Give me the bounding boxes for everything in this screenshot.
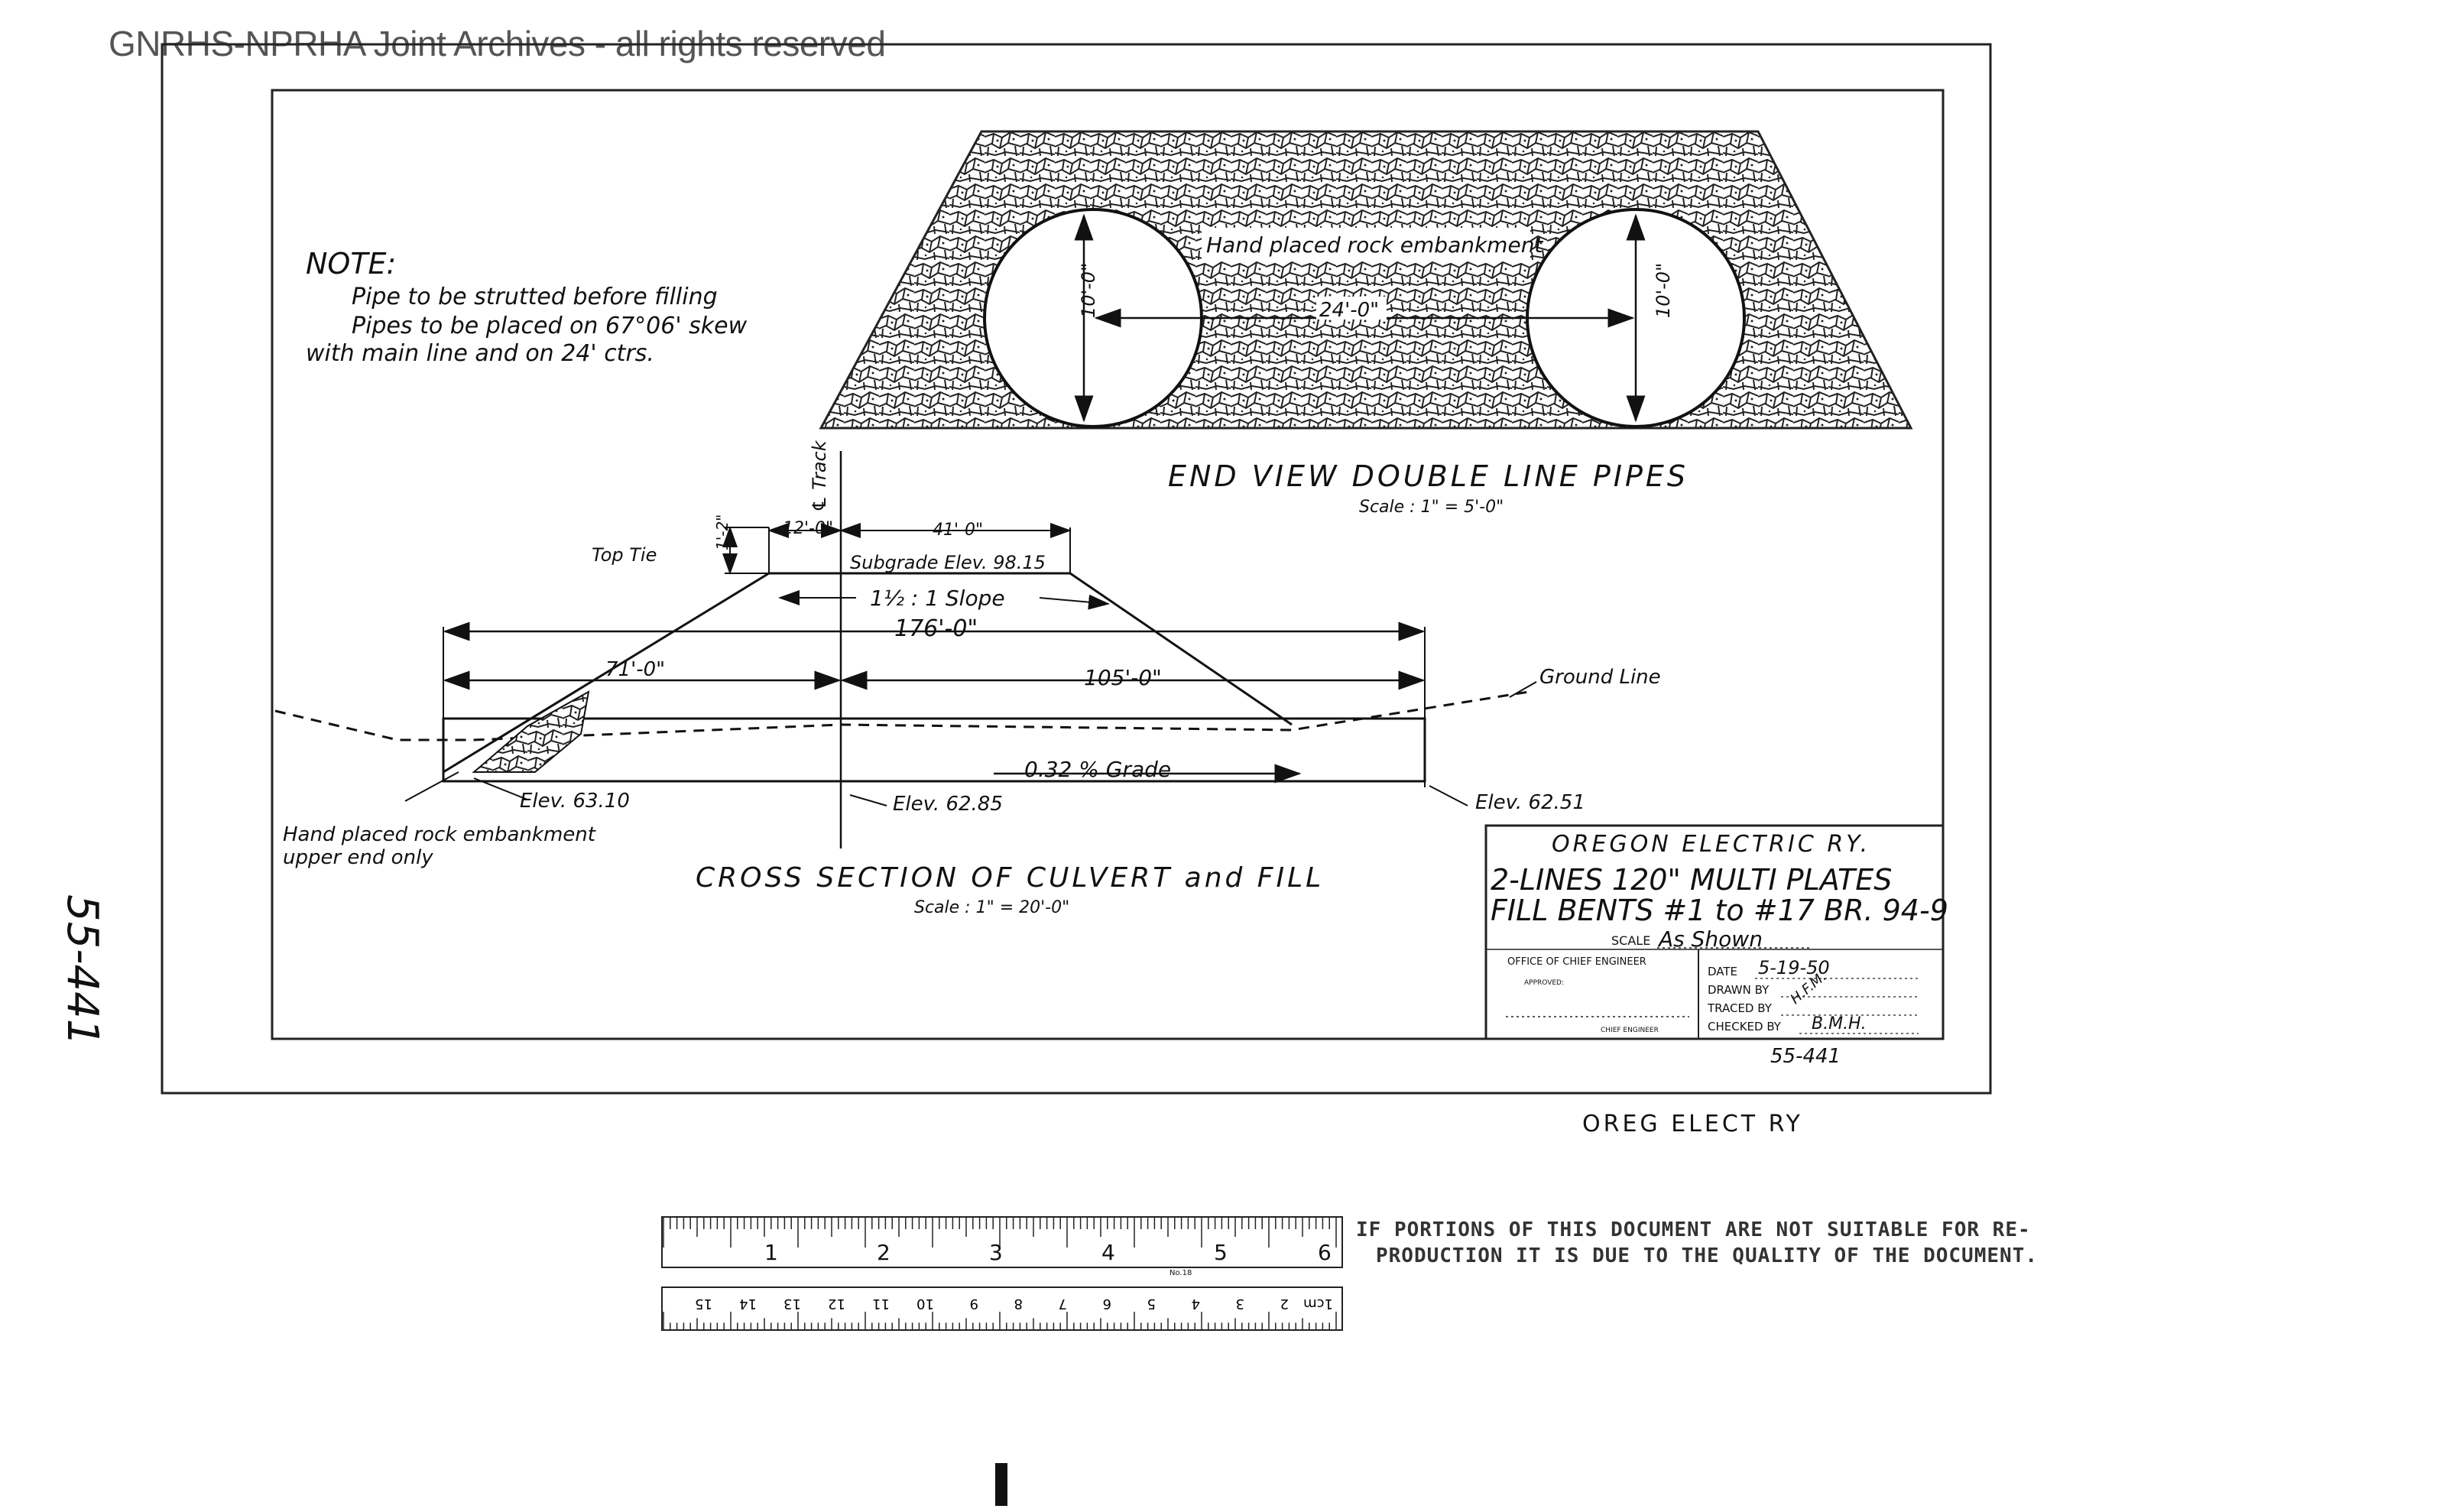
note-line-2: Pipes to be placed on 67°06' skew — [352, 313, 748, 339]
right-pipe-diameter: 10'-0" — [1653, 263, 1674, 318]
elev-right: Elev. 62.51 — [1475, 791, 1585, 814]
ruler-inch-1: 1 — [764, 1240, 778, 1265]
railway-name: OREGON ELECTRIC RY. — [1552, 831, 1870, 858]
elev-left: Elev. 63.10 — [520, 790, 630, 813]
margin-drawing-number: 55-441 — [57, 894, 107, 1046]
top-tie-dim: 1'-2" — [713, 514, 732, 550]
rock-embankment — [819, 130, 1913, 430]
ruler-cm-label: 7 — [1059, 1296, 1067, 1312]
ruler-cm-label: 3 — [1236, 1296, 1244, 1312]
quality-notice-line-2: PRODUCTION IT IS DUE TO THE QUALITY OF T… — [1376, 1244, 2038, 1267]
drawing-border — [271, 89, 1945, 1040]
total-length-dim: 176'-0" — [894, 615, 978, 642]
ruler-cm-label: 12 — [828, 1296, 845, 1312]
top-tie-label: Top Tie — [592, 544, 657, 566]
ruler-cm-label: 15 — [695, 1296, 712, 1312]
office-label: OFFICE OF CHIEF ENGINEER — [1507, 956, 1646, 968]
title-line-2: FILL BENTS #1 to #17 BR. 94-9 — [1491, 894, 1948, 927]
ruler-cm-label: 11 — [872, 1296, 890, 1312]
ruler-inch-3: 3 — [989, 1240, 1003, 1265]
ruler-cm-label: 6 — [1103, 1296, 1111, 1312]
date-value: 5-19-50 — [1758, 957, 1830, 978]
end-view-title: END VIEW DOUBLE LINE PIPES — [1168, 459, 1689, 493]
checked-by-label: CHECKED BY — [1708, 1020, 1782, 1033]
grade-label: 0.32 % Grade — [1024, 757, 1171, 782]
scale-ruler: 1 2 3 4 5 6 No.18 1cm 2 3 4 5 6 7 8 9 10 11 12 13 14 1… — [661, 1216, 1343, 1331]
ruler-inch-6: 6 — [1318, 1240, 1332, 1265]
ground-line-label: Ground Line — [1539, 666, 1661, 689]
title-block: OREGON ELECTRIC RY. 2-LINES 120" MULTI P… — [1484, 824, 1948, 1040]
registration-mark — [995, 1463, 1007, 1506]
ruler-cm-label: 5 — [1147, 1296, 1156, 1312]
rock-note-line-2: upper end only — [283, 846, 433, 869]
chief-engineer-label: CHIEF ENGINEER — [1601, 1027, 1659, 1034]
half-width-dim: 12'-0" — [783, 519, 833, 538]
slope-label: 1½ : 1 Slope — [870, 586, 1005, 611]
ruler-maker: No.18 — [1169, 1269, 1192, 1277]
end-view-rock-label: Hand placed rock embankment — [1206, 232, 1543, 258]
drawn-by-label: DRAWN BY — [1708, 983, 1770, 997]
scale-value: As Shown — [1657, 926, 1763, 952]
right-length-dim: 105'-0" — [1084, 665, 1162, 690]
ruler-cm-label: 13 — [783, 1296, 801, 1312]
rock-note-line-1: Hand placed rock embankment — [283, 823, 596, 846]
date-label: DATE — [1708, 965, 1737, 978]
cross-section-title: CROSS SECTION OF CULVERT and FILL — [696, 862, 1324, 894]
title-line-1: 2-LINES 120" MULTI PLATES — [1491, 863, 1892, 897]
ruler-cm-label: 10 — [916, 1296, 934, 1312]
traced-by-label: TRACED BY — [1707, 1001, 1773, 1015]
elev-center: Elev. 62.85 — [893, 793, 1003, 816]
ruler-cm-label: 8 — [1014, 1296, 1023, 1312]
left-pipe-diameter: 10'-0" — [1078, 263, 1099, 318]
end-view-scale: Scale : 1" = 5'-0" — [1359, 498, 1504, 517]
approved-label: APPROVED: — [1524, 979, 1564, 987]
pipe-center-spacing: 24'-0" — [1319, 299, 1379, 322]
cross-section: ℄ Track — [274, 440, 1537, 848]
drawing-number: 55-441 — [1770, 1045, 1841, 1068]
ruler-cm-label: 9 — [970, 1296, 978, 1312]
cross-section-scale: Scale : 1" = 20'-0" — [914, 898, 1069, 917]
note-block: NOTE: Pipe to be strutted before filling… — [306, 247, 748, 367]
ruler-cm-label: 1cm — [1303, 1296, 1333, 1312]
subgrade-elev: Subgrade Elev. 98.15 — [850, 552, 1046, 573]
note-line-3: with main line and on 24' ctrs. — [306, 340, 654, 367]
ruler-cm-label: 14 — [739, 1296, 757, 1312]
quality-notice-line-1: IF PORTIONS OF THIS DOCUMENT ARE NOT SUI… — [1356, 1218, 2031, 1241]
track-centerline-label: ℄ Track — [809, 440, 830, 512]
note-line-1: Pipe to be strutted before filling — [352, 284, 718, 310]
ruler-inch-4: 4 — [1101, 1240, 1115, 1265]
ruler-cm-label: 4 — [1192, 1296, 1200, 1312]
end-view: Hand placed rock embankment 10'-0" 10'-0… — [819, 130, 1913, 517]
checked-by-value: B.M.H. — [1812, 1014, 1867, 1033]
note-heading: NOTE: — [306, 247, 396, 281]
cross-section-labels: Top Tie 1'-2" 12'-0" 41'-0" Subgrade Ele… — [283, 514, 1661, 917]
left-length-dim: 71'-0" — [605, 658, 665, 681]
ruler-inch-5: 5 — [1214, 1240, 1228, 1265]
ruler-inch-2: 2 — [877, 1240, 890, 1265]
sheet-border — [161, 43, 1992, 1095]
faint-stamp: OREG ELECT RY — [1582, 1111, 1803, 1137]
scale-label: SCALE — [1611, 933, 1650, 948]
right-width-dim: 41'-0" — [933, 521, 983, 540]
ruler-cm-label: 2 — [1280, 1296, 1289, 1312]
